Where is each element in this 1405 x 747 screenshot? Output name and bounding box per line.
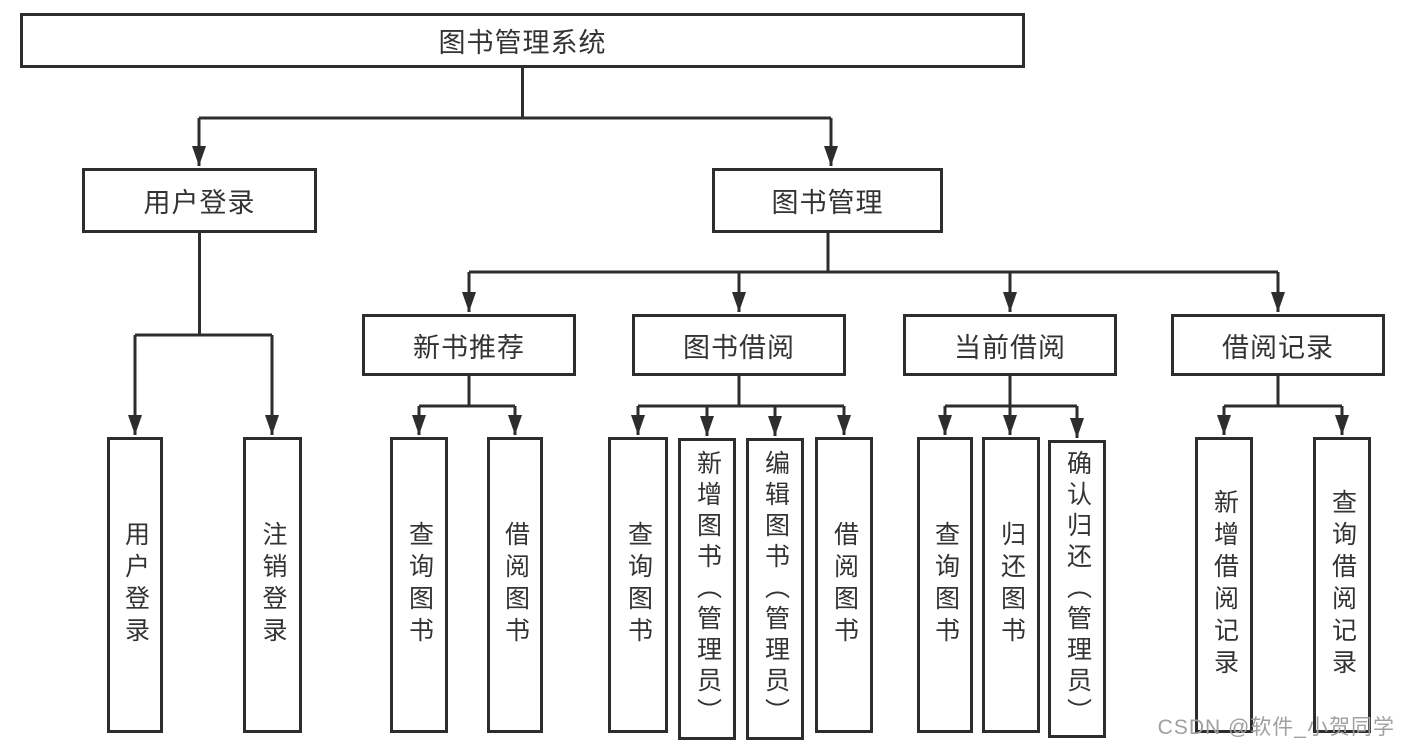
- leaf-label: 查询图书: [624, 521, 653, 649]
- bus-borrowing-records: [1224, 376, 1342, 408]
- leaf-label: 查询借阅记录: [1328, 489, 1357, 681]
- bus-current-borrowing: [945, 376, 1077, 408]
- node-label: 用户登录: [143, 188, 256, 218]
- node-label: 借阅记录: [1222, 332, 1334, 363]
- node-book-borrowing: 图书借阅: [632, 314, 846, 376]
- leaf-borrow-books-recommend: 借阅图书: [487, 437, 543, 733]
- node-book-management-system: 图书管理系统: [20, 13, 1025, 68]
- leaf-label: 借阅图书: [501, 521, 530, 649]
- leaf-query-books-borrow: 查询图书: [608, 437, 668, 733]
- leaf-query-books-current: 查询图书: [917, 437, 973, 733]
- node-new-book-recommendation: 新书推荐: [362, 314, 576, 376]
- bus-book-borrowing: [638, 376, 844, 408]
- bus-user-login: [135, 233, 272, 337]
- node-borrowing-records: 借阅记录: [1171, 314, 1385, 376]
- leaf-label: 查询图书: [405, 521, 434, 649]
- leaf-label: 归还图书: [997, 521, 1026, 649]
- node-label: 图书借阅: [683, 332, 795, 363]
- leaf-query-books-recommend: 查询图书: [390, 437, 448, 733]
- bus-root: [199, 68, 831, 120]
- node-current-borrowing: 当前借阅: [903, 314, 1117, 376]
- leaf-return-books: 归还图书: [982, 437, 1040, 733]
- csdn-watermark: CSDN @软件_小贺同学: [1157, 716, 1395, 739]
- leaf-label: 查询图书: [931, 521, 960, 649]
- leaf-user-login: 用户登录: [107, 437, 163, 733]
- leaf-confirm-return-admin: 确认归还（管理员）: [1048, 440, 1106, 738]
- leaf-add-borrow-record: 新增借阅记录: [1195, 437, 1253, 733]
- bus-book-management: [469, 233, 1278, 274]
- leaf-label: 编辑图书（管理员）: [761, 449, 790, 729]
- bus-new-book-recommendation: [419, 376, 515, 408]
- node-label: 新书推荐: [413, 332, 525, 363]
- leaf-label: 新增图书（管理员）: [693, 449, 722, 729]
- leaf-edit-book-admin: 编辑图书（管理员）: [746, 438, 804, 740]
- leaf-logout: 注销登录: [243, 437, 302, 733]
- leaf-add-book-admin: 新增图书（管理员）: [678, 438, 736, 740]
- node-label: 图书管理: [771, 188, 884, 218]
- leaf-label: 注销登录: [259, 521, 287, 649]
- leaf-borrow-books-borrow: 借阅图书: [815, 437, 873, 733]
- node-label: 图书管理系统: [438, 28, 607, 58]
- leaf-query-borrow-record: 查询借阅记录: [1313, 437, 1371, 733]
- leaf-label: 借阅图书: [830, 521, 859, 649]
- node-user-login: 用户登录: [82, 168, 317, 233]
- leaf-label: 确认归还（管理员）: [1063, 449, 1092, 729]
- leaf-label: 用户登录: [121, 521, 150, 649]
- node-book-management: 图书管理: [712, 168, 943, 233]
- leaf-label: 新增借阅记录: [1210, 489, 1239, 681]
- node-label: 当前借阅: [954, 332, 1066, 363]
